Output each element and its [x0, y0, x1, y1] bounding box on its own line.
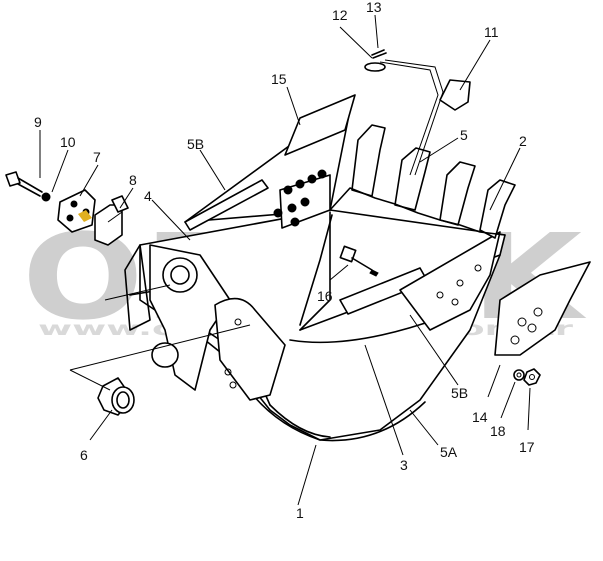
hardware-17-18	[513, 368, 541, 386]
left-hardware	[5, 171, 129, 246]
label-6: 6	[80, 447, 88, 463]
label-2: 2	[519, 133, 527, 149]
lock-assembly	[364, 49, 444, 176]
label-16: 16	[317, 288, 333, 304]
callout-labels: 1 2 3 4 5 5A 5B 5B 6 7 8 9 10 11 12 13 1…	[34, 0, 535, 521]
label-18: 18	[490, 423, 506, 439]
label-9: 9	[34, 114, 42, 130]
label-14: 14	[472, 409, 488, 425]
label-5b-right: 5B	[451, 385, 468, 401]
boss-bracket	[149, 244, 286, 401]
bucket-teeth	[329, 79, 516, 239]
bucket-body	[124, 99, 506, 442]
side-plate-right	[399, 231, 501, 331]
bolt-16	[339, 245, 379, 277]
label-10: 10	[60, 134, 76, 150]
label-17: 17	[519, 439, 535, 455]
edge-bars	[184, 94, 356, 231]
label-5b-top: 5B	[187, 136, 204, 152]
label-13: 13	[366, 0, 382, 15]
label-1: 1	[296, 505, 304, 521]
label-4: 4	[144, 188, 152, 204]
bolt-group-back	[273, 169, 327, 227]
label-15: 15	[271, 71, 287, 87]
label-5a: 5A	[440, 444, 458, 460]
label-8: 8	[129, 172, 137, 188]
label-7: 7	[93, 149, 101, 165]
label-5: 5	[460, 127, 468, 143]
label-3: 3	[400, 457, 408, 473]
label-12: 12	[332, 7, 348, 23]
side-cutter-right	[494, 261, 591, 356]
label-11: 11	[484, 24, 499, 40]
leader-lines	[39, 14, 531, 506]
bushing-6	[97, 377, 135, 416]
